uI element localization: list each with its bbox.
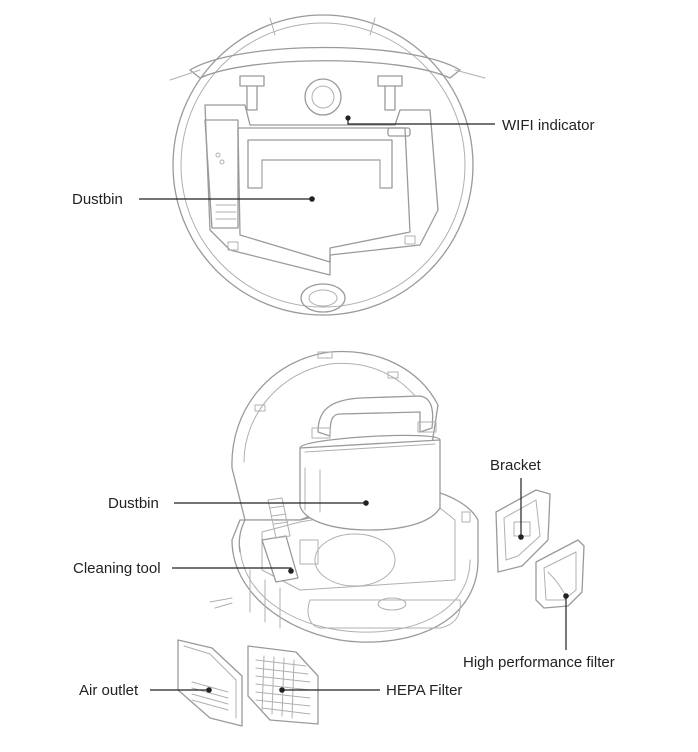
label-high-performance-filter: High performance filter <box>463 654 615 671</box>
callout-wifi-indicator: WIFI indicator <box>345 115 595 134</box>
label-dustbin-bottom: Dustbin <box>108 495 159 512</box>
callout-air-outlet: Air outlet <box>79 682 212 699</box>
air-outlet-part <box>177 639 243 727</box>
callout-hepa-filter: HEPA Filter <box>279 682 462 699</box>
high-performance-filter-part <box>535 539 585 609</box>
callout-high-performance-filter: High performance filter <box>463 593 615 671</box>
callout-dustbin-top: Dustbin <box>72 191 315 208</box>
callout-cleaning-tool: Cleaning tool <box>73 560 294 577</box>
label-wifi-indicator: WIFI indicator <box>502 117 595 134</box>
label-hepa-filter: HEPA Filter <box>386 682 462 699</box>
hepa-filter-part <box>247 645 319 725</box>
label-dustbin-top: Dustbin <box>72 191 123 208</box>
callout-dustbin-bottom: Dustbin <box>108 495 369 512</box>
exploded-view-robot <box>209 350 479 643</box>
label-bracket: Bracket <box>490 457 542 474</box>
bracket-part <box>495 489 551 573</box>
label-cleaning-tool: Cleaning tool <box>73 560 161 577</box>
label-air-outlet: Air outlet <box>79 682 139 699</box>
top-view-robot <box>169 14 486 316</box>
callout-bracket: Bracket <box>490 457 542 540</box>
